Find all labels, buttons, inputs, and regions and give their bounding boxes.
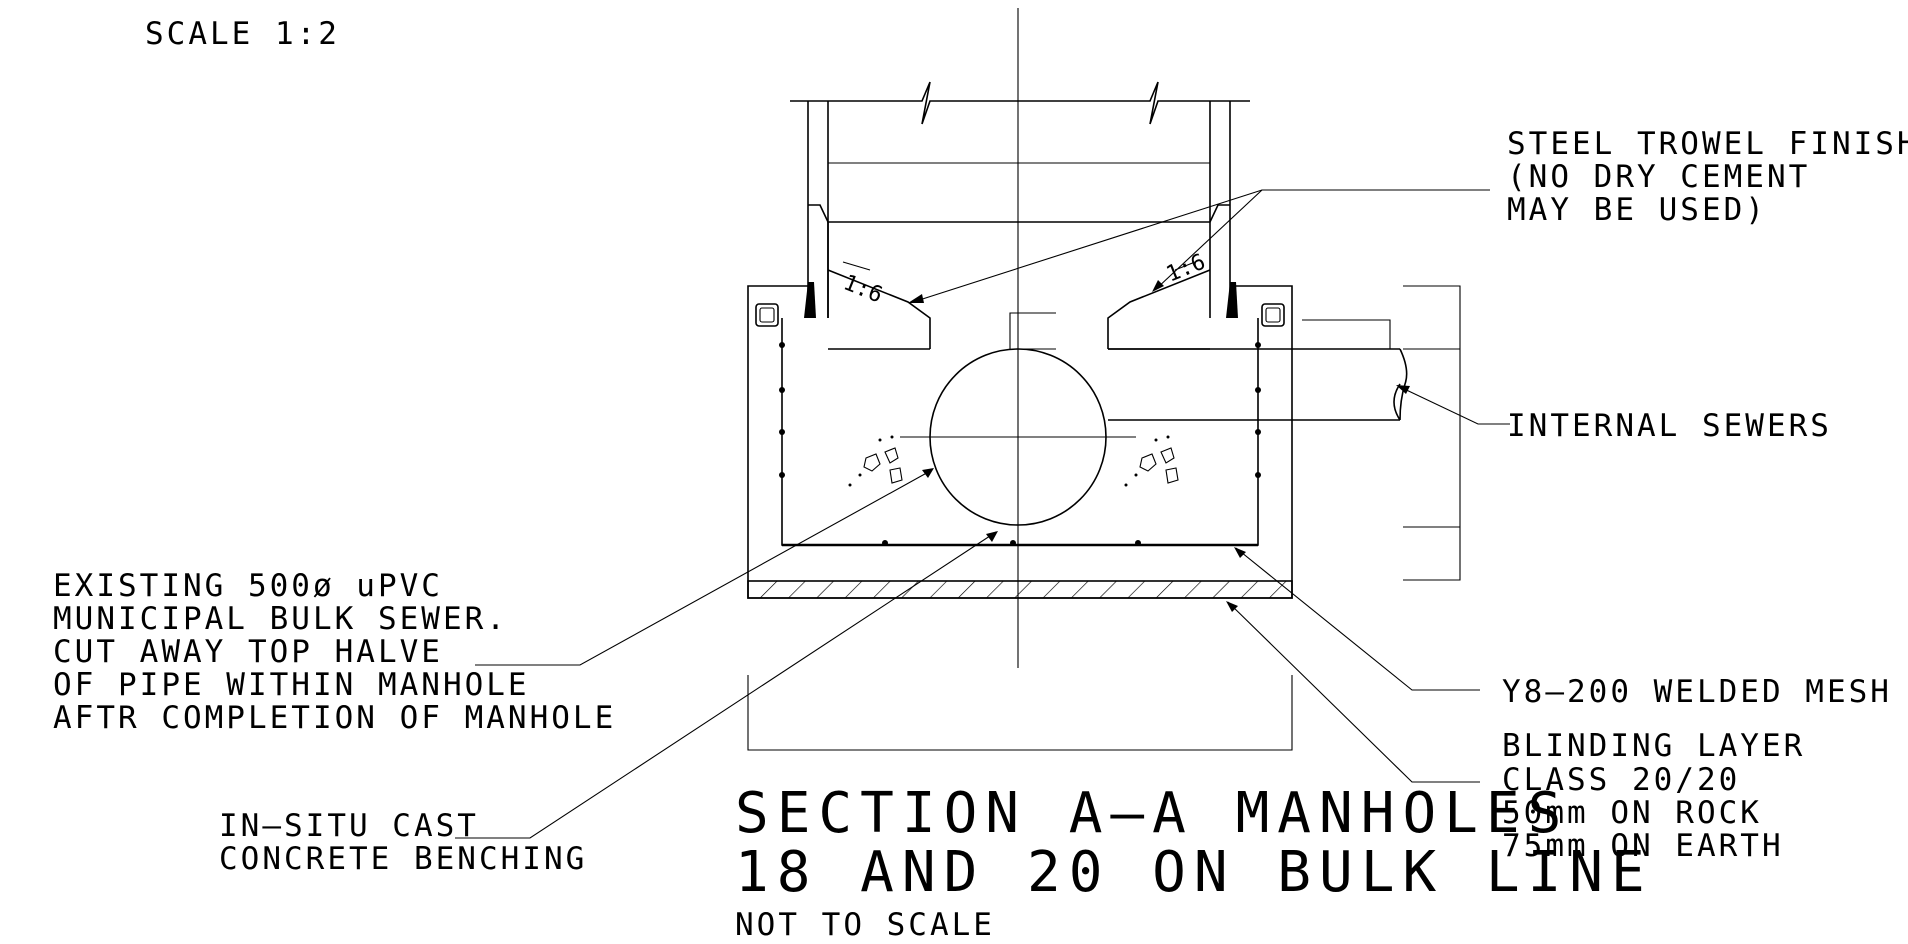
label-internal-sewers: INTERNAL SEWERS bbox=[1507, 408, 1832, 444]
chamber-outline bbox=[747, 285, 1293, 599]
manhole-shaft-walls bbox=[807, 101, 1231, 318]
collar-boxes bbox=[755, 303, 1285, 327]
slope-label-right: 1:6 bbox=[1163, 249, 1209, 287]
aggregate-marks bbox=[848, 435, 1179, 487]
svg-text:MAY BE USED): MAY BE USED) bbox=[1507, 192, 1767, 228]
top-break-line bbox=[790, 81, 1250, 125]
blinding-layer bbox=[747, 580, 1293, 599]
svg-text:(NO DRY CEMENT: (NO DRY CEMENT bbox=[1507, 159, 1810, 195]
label-steel-trowel: STEEL TROWEL FINISH (NO DRY CEMENT MAY B… bbox=[1507, 126, 1908, 228]
internal-sewer-pipe bbox=[1108, 319, 1408, 421]
scale-note: SCALE 1:2 bbox=[145, 16, 340, 52]
slope-label-left: 1:6 bbox=[840, 270, 886, 308]
slope-marks bbox=[842, 259, 1201, 271]
label-benching: IN–SITU CAST CONCRETE BENCHING bbox=[219, 808, 587, 877]
svg-text:75mm ON EARTH: 75mm ON EARTH bbox=[1502, 828, 1784, 864]
svg-text:AFTR COMPLETION OF MANHOLE: AFTR COMPLETION OF MANHOLE bbox=[53, 700, 616, 736]
svg-text:OF PIPE WITHIN MANHOLE: OF PIPE WITHIN MANHOLE bbox=[53, 667, 530, 703]
svg-text:STEEL TROWEL FINISH: STEEL TROWEL FINISH bbox=[1507, 126, 1908, 162]
seal-gaskets bbox=[804, 282, 1238, 318]
label-existing-sewer: EXISTING 500ø uPVC MUNICIPAL BULK SEWER.… bbox=[53, 568, 616, 736]
bulk-sewer-pipe bbox=[900, 312, 1136, 526]
svg-text:CONCRETE BENCHING: CONCRETE BENCHING bbox=[219, 841, 587, 877]
svg-text:MUNICIPAL BULK SEWER.: MUNICIPAL BULK SEWER. bbox=[53, 601, 508, 637]
leader-lines bbox=[455, 189, 1510, 839]
dimension-lines bbox=[747, 285, 1461, 751]
label-welded-mesh: Y8–200 WELDED MESH bbox=[1502, 674, 1892, 710]
concrete-benching bbox=[827, 269, 1211, 350]
svg-text:EXISTING 500ø uPVC: EXISTING 500ø uPVC bbox=[53, 568, 443, 604]
title-line-2: 18 AND 20 ON BULK LINE bbox=[735, 840, 1653, 905]
reinforcement-dots bbox=[779, 342, 1261, 546]
svg-text:IN–SITU CAST: IN–SITU CAST bbox=[219, 808, 479, 844]
svg-text:50mm ON ROCK: 50mm ON ROCK bbox=[1502, 795, 1762, 831]
svg-text:CUT AWAY TOP HALVE: CUT AWAY TOP HALVE bbox=[53, 634, 443, 670]
title-line-1: SECTION A–A MANHOLES bbox=[735, 781, 1569, 846]
label-blinding-layer: BLINDING LAYER CLASS 20/20 50mm ON ROCK … bbox=[1502, 728, 1805, 864]
svg-text:BLINDING LAYER: BLINDING LAYER bbox=[1502, 728, 1805, 764]
svg-text:CLASS 20/20: CLASS 20/20 bbox=[1502, 762, 1740, 798]
title-subtitle: NOT TO SCALE bbox=[735, 907, 995, 943]
